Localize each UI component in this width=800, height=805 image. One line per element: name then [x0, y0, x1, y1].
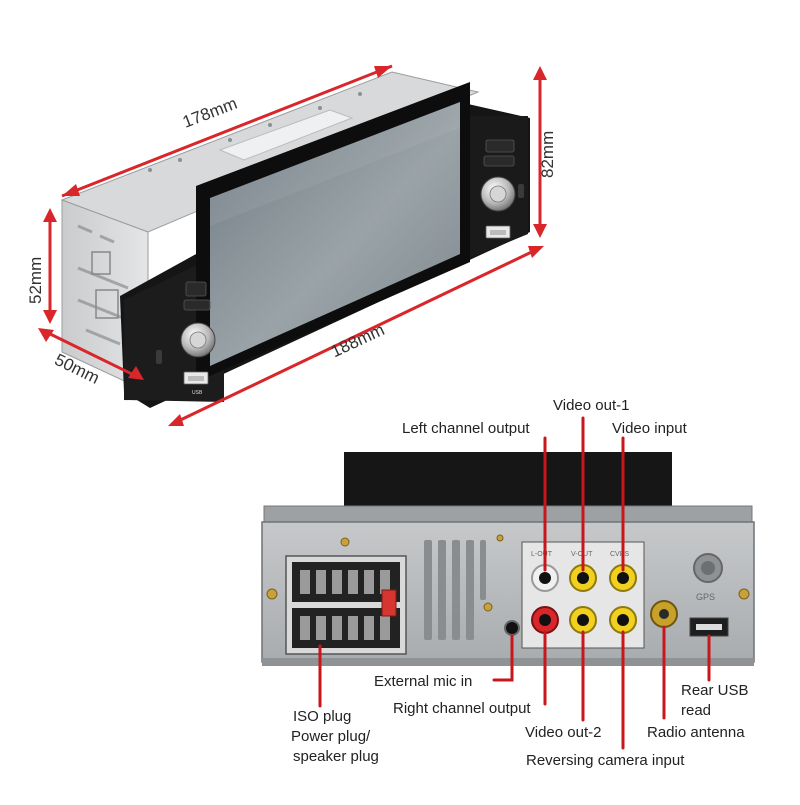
label-speaker-plug: speaker plug: [293, 748, 379, 765]
label-video-input: Video input: [612, 420, 687, 437]
label-rear-usb: Rear USB: [681, 682, 749, 699]
label-radio-antenna: Radio antenna: [647, 724, 745, 741]
rca-jack-left-out: [531, 564, 559, 592]
label-video-out-1: Video out-1: [553, 397, 630, 414]
label-reversing-camera-input: Reversing camera input: [526, 752, 685, 769]
car-stereo-rear-view: L-OUT V-OUT CVBS: [261, 452, 755, 666]
dimension-arrows: [38, 64, 547, 426]
rca-jack-right-out: [531, 606, 559, 634]
label-video-out-2: Video out-2: [525, 724, 602, 741]
car-stereo-front-view: USB: [60, 71, 530, 408]
dimension-height-left: 52mm: [26, 256, 45, 304]
rca-jack-reverse-cam: [609, 606, 637, 634]
label-external-mic-in: External mic in: [374, 673, 473, 690]
rca-jack-video-out-1: [569, 564, 597, 592]
jack-label-cvbs: CVBS: [610, 551, 629, 558]
rca-jack-video-out-2: [569, 606, 597, 634]
jack-label-lout: L-OUT: [531, 551, 553, 558]
dimension-height-right: 82mm: [538, 130, 557, 178]
label-left-channel-output: Left channel output: [402, 420, 530, 437]
label-rear-usb-read: read: [681, 702, 712, 719]
front-usb-label: USB: [192, 390, 203, 396]
label-power-plug: Power plug/: [291, 728, 371, 745]
gps-label: GPS: [696, 592, 715, 602]
leader-lines: [318, 416, 711, 750]
label-right-channel-output: Right channel output: [393, 700, 531, 717]
rca-jack-video-in: [609, 564, 637, 592]
label-iso-plug: ISO plug: [293, 708, 352, 725]
